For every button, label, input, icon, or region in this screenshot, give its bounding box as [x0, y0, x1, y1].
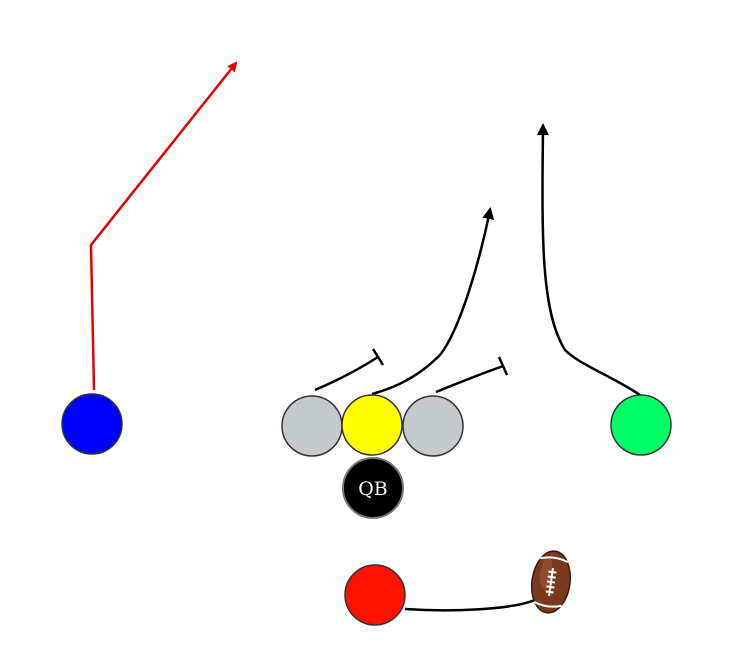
left-lineman [281, 395, 343, 457]
qb-label: QB [358, 478, 388, 500]
running-back-route [404, 598, 536, 612]
right-lineman [402, 395, 464, 457]
quarterback: QB [342, 457, 404, 519]
red-running-back [344, 564, 406, 626]
green-receiver [610, 394, 672, 456]
left-lineman-block [314, 348, 385, 392]
right-lineman-block [435, 356, 509, 394]
blue-route [89, 61, 238, 391]
blue-receiver [61, 393, 123, 455]
center [341, 394, 403, 456]
green-route [536, 123, 641, 397]
center-route [371, 207, 495, 396]
football-icon [530, 550, 572, 614]
